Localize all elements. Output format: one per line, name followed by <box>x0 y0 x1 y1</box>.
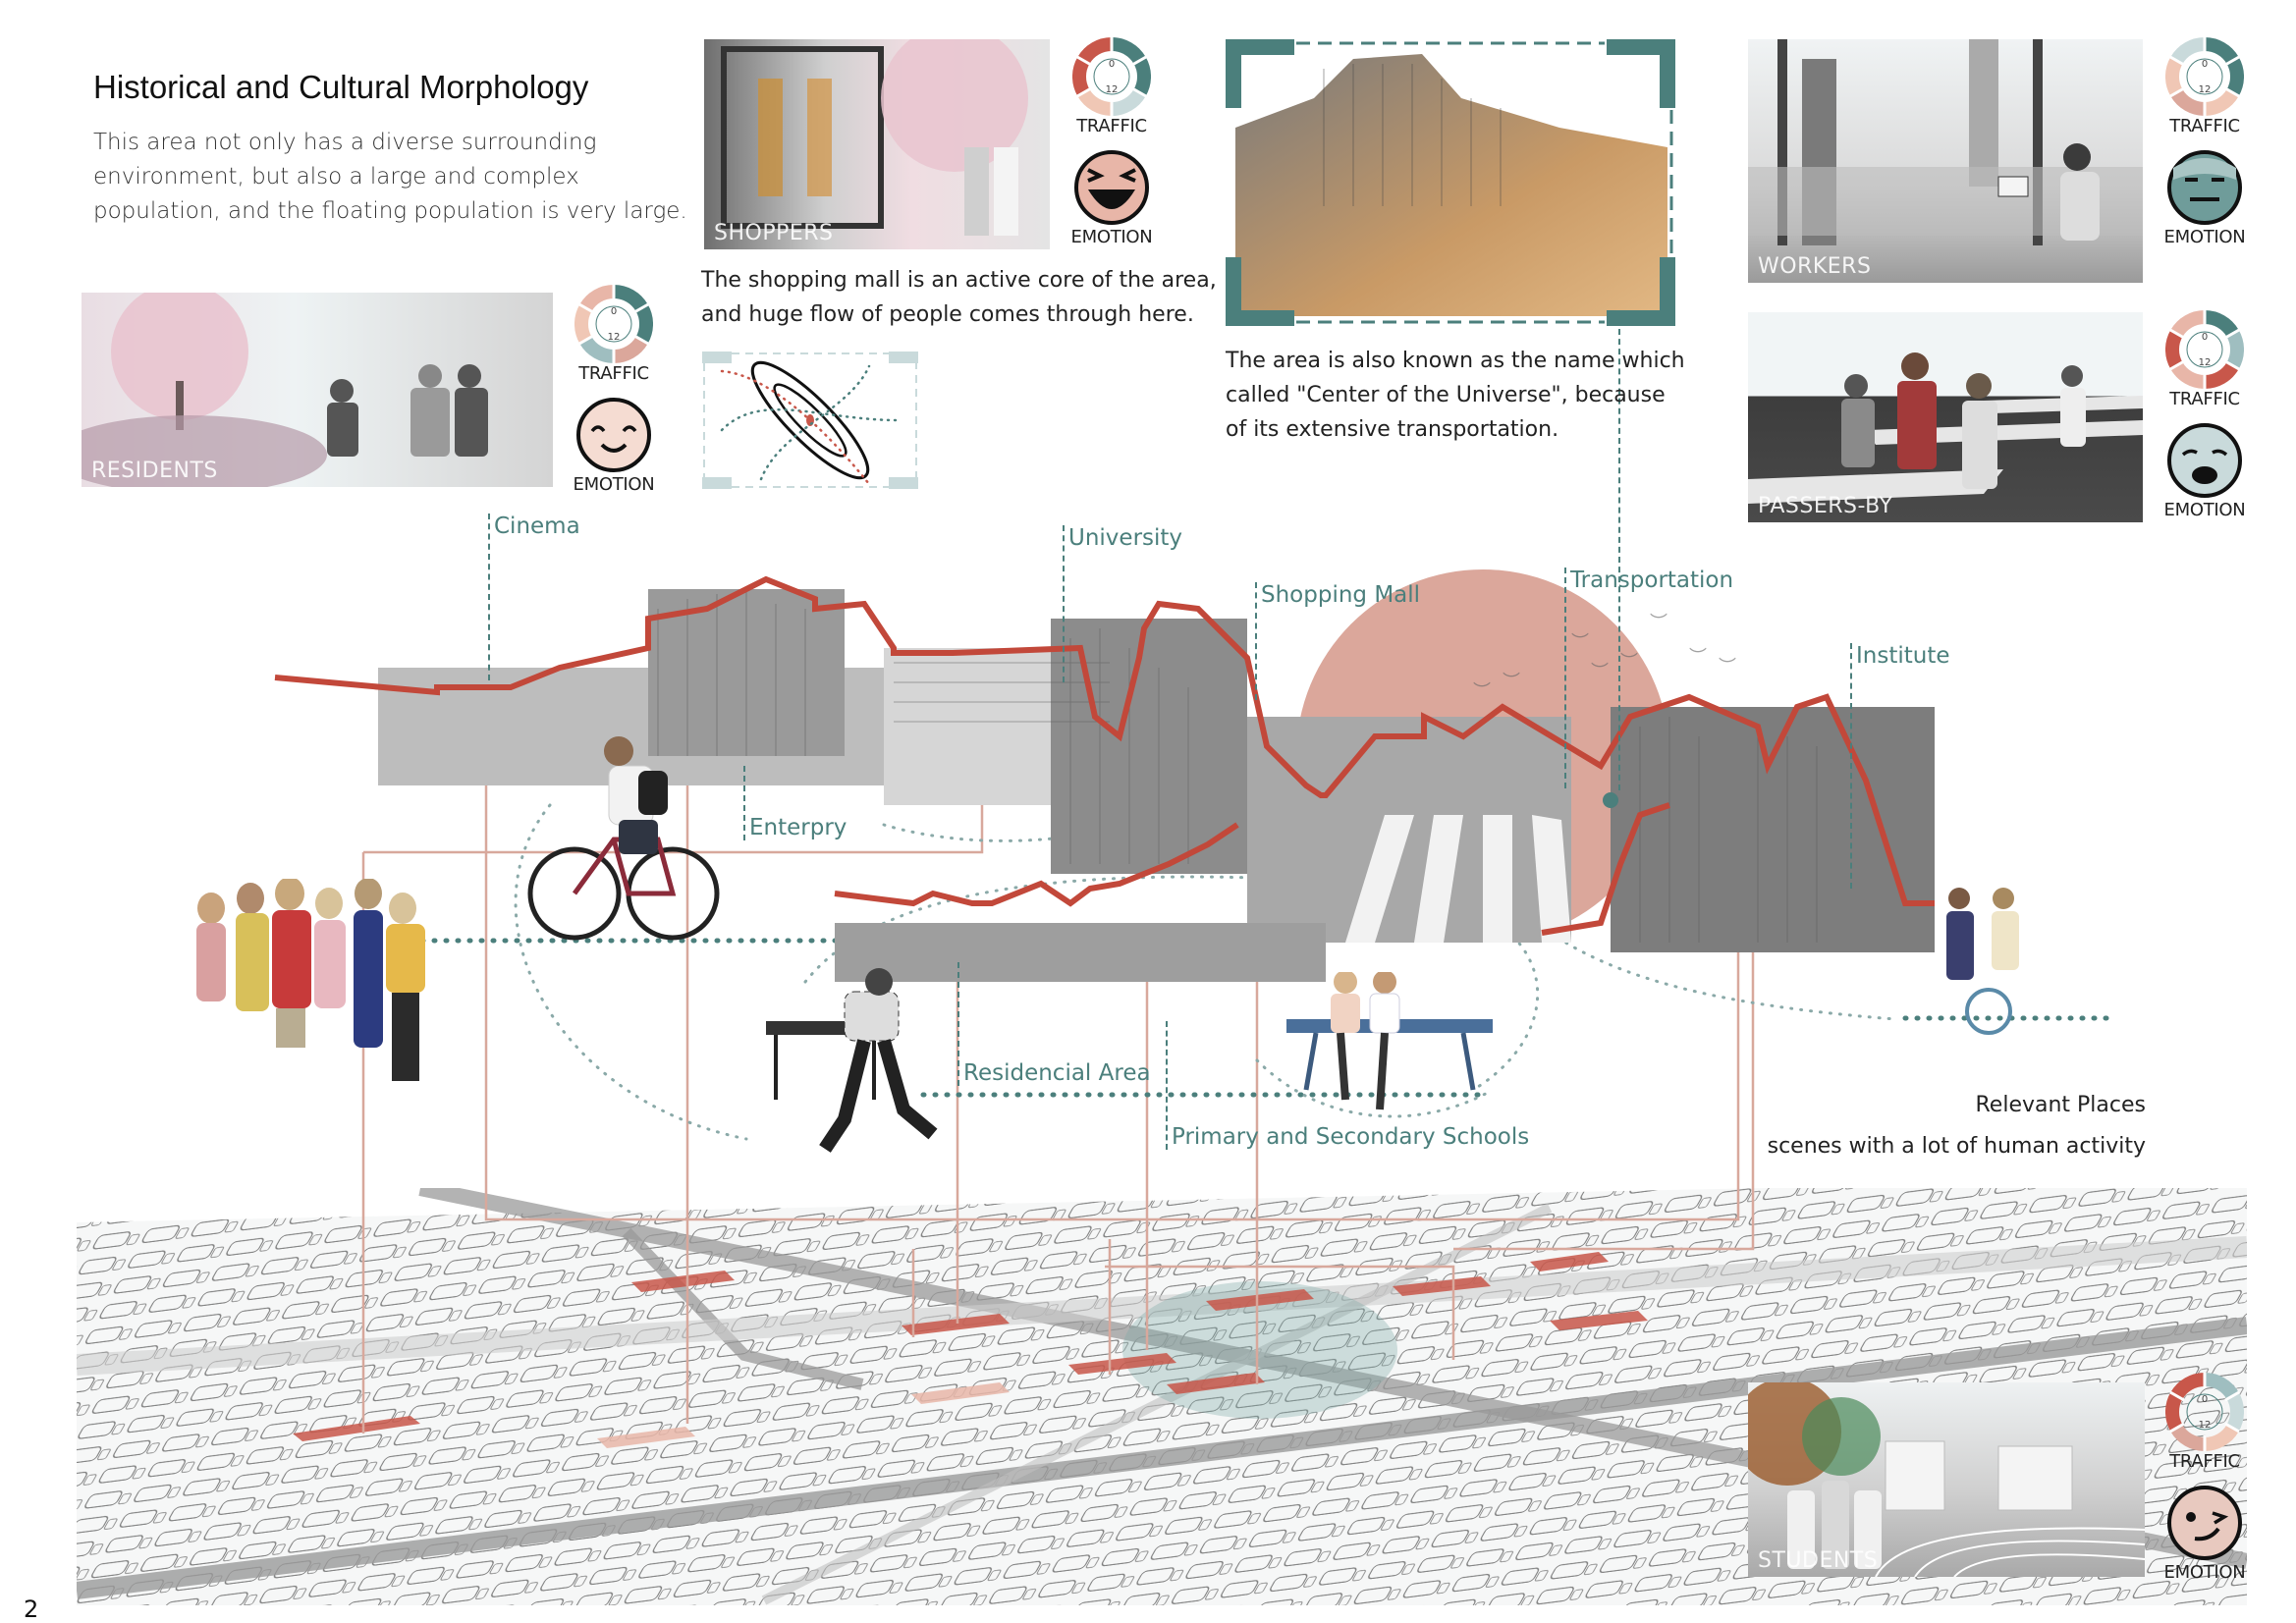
place-label-primary-secondary-schools: Primary and Secondary Schools <box>1166 1021 1529 1150</box>
neutral-face-icon <box>2167 150 2242 225</box>
shoppers-caption: The shopping mall is an active core of t… <box>701 268 1217 327</box>
traffic-dial-icon: 0 12 <box>1072 37 1151 116</box>
women-with-bike-figure <box>1946 888 2019 1035</box>
group-tag-workers: WORKERS <box>1758 254 1872 279</box>
place-label-shopping-mall: Shopping Mall <box>1255 582 1420 700</box>
transportation-leader-line <box>1618 329 1620 790</box>
skyline-collage: ︶︶ ︶︶︶ ︶︶︶ <box>274 569 1935 982</box>
svg-text:0: 0 <box>2202 332 2208 343</box>
svg-text:12: 12 <box>608 332 621 343</box>
smiling-face-icon <box>576 398 651 472</box>
passers-by-metrics: 0 12 TRAFFIC EMOTION <box>2160 310 2249 520</box>
group-tag-passers-by: PASSERS-BY <box>1758 494 1893 518</box>
svg-text:12: 12 <box>2199 84 2212 95</box>
shoppers-photo: SHOPPERS <box>704 39 1050 249</box>
students-photo: STUDENTS <box>1748 1382 2145 1577</box>
svg-text:︶: ︶ <box>1719 657 1736 677</box>
place-label-residencial-area: Residencial Area <box>957 962 1151 1086</box>
svg-text:︶: ︶ <box>1503 672 1520 692</box>
traffic-dial-icon: 0 12 <box>574 285 653 363</box>
shoppers-scene-illustration <box>721 39 1028 236</box>
intro-paragraph: This area not only has a diverse surroun… <box>93 130 687 224</box>
passers-by-photo: PASSERS-BY <box>1748 312 2143 522</box>
shoppers-metrics: 0 12 TRAFFIC EMOTION <box>1067 37 1156 247</box>
traffic-dial-icon: 0 12 <box>2165 310 2244 389</box>
page-title: Historical and Cultural Morphology <box>93 69 589 105</box>
traffic-label: TRAFFIC <box>2169 389 2240 409</box>
traffic-label: TRAFFIC <box>1076 116 1147 136</box>
place-label-university: University <box>1063 525 1182 682</box>
group-tag-students: STUDENTS <box>1758 1548 1879 1573</box>
svg-text:0: 0 <box>1109 59 1115 70</box>
photo-frame-brackets <box>1226 39 1675 326</box>
center-caption: The area is also known as the name which… <box>1226 349 1685 442</box>
place-label-cinema: Cinema <box>488 514 580 680</box>
emotion-label: EMOTION <box>2163 1562 2246 1583</box>
group-tag-residents: RESIDENTS <box>91 459 218 483</box>
passers-by-scene-illustration <box>1748 352 2143 504</box>
workers-photo: WORKERS <box>1748 39 2143 283</box>
residents-photo: RESIDENTS <box>82 293 553 487</box>
place-label-institute: Institute <box>1850 643 1950 889</box>
traffic-dial-icon: 0 12 <box>2165 1373 2244 1451</box>
svg-text:︶: ︶ <box>1620 652 1638 673</box>
place-label-enterpry: Enterpry <box>743 766 847 840</box>
svg-text:︶: ︶ <box>1473 681 1491 702</box>
relevant-places-legend: Relevant Places scenes with a lot of hum… <box>1768 1085 2146 1167</box>
tired-yawning-face-icon <box>2167 423 2242 498</box>
bench-couple-figure <box>1286 972 1493 1110</box>
ping-pong-player-figure <box>766 968 938 1153</box>
workers-metrics: 0 12 TRAFFIC EMOTION <box>2160 37 2249 247</box>
svg-text:︶: ︶ <box>1571 632 1589 653</box>
legend-subtitle: scenes with a lot of human activity <box>1767 1134 2146 1159</box>
traffic-label: TRAFFIC <box>578 363 649 384</box>
emotion-label: EMOTION <box>2163 500 2246 520</box>
workers-scene-illustration <box>1748 39 2143 245</box>
residents-scene-illustration <box>82 293 488 487</box>
svg-text:12: 12 <box>2199 1420 2212 1431</box>
svg-text:0: 0 <box>611 306 617 317</box>
flow-diagram <box>702 352 918 489</box>
svg-text:0: 0 <box>2202 59 2208 70</box>
page-number: 2 <box>24 1596 39 1623</box>
winking-face-icon <box>2167 1486 2242 1560</box>
legend-title: Relevant Places <box>1975 1093 2147 1117</box>
traffic-label: TRAFFIC <box>2169 1451 2240 1472</box>
center-of-universe-photo-frame <box>1226 39 1675 326</box>
svg-text:12: 12 <box>1106 84 1119 95</box>
isometric-city-map <box>77 1188 2247 1605</box>
crowd-figure <box>196 879 425 1081</box>
residents-metrics: 0 12 TRAFFIC EMOTION <box>570 285 658 495</box>
traffic-dial-icon: 0 12 <box>2165 37 2244 116</box>
emotion-label: EMOTION <box>2163 227 2246 247</box>
emotion-label: EMOTION <box>1070 227 1153 247</box>
svg-text:︶: ︶ <box>1591 662 1609 682</box>
emotion-label: EMOTION <box>573 474 655 495</box>
students-metrics: 0 12 TRAFFIC EMOTION <box>2160 1373 2249 1583</box>
svg-text:12: 12 <box>2199 357 2212 368</box>
cyclist-figure <box>527 736 720 941</box>
group-tag-shoppers: SHOPPERS <box>714 221 834 245</box>
place-label-transportation: Transportation <box>1564 568 1733 788</box>
laughing-face-icon <box>1074 150 1149 225</box>
svg-text:0: 0 <box>2202 1394 2208 1405</box>
traffic-label: TRAFFIC <box>2169 116 2240 136</box>
svg-text:︶: ︶ <box>1689 647 1707 668</box>
students-scene-illustration <box>1748 1382 2145 1577</box>
svg-text:︶: ︶ <box>1650 613 1667 633</box>
